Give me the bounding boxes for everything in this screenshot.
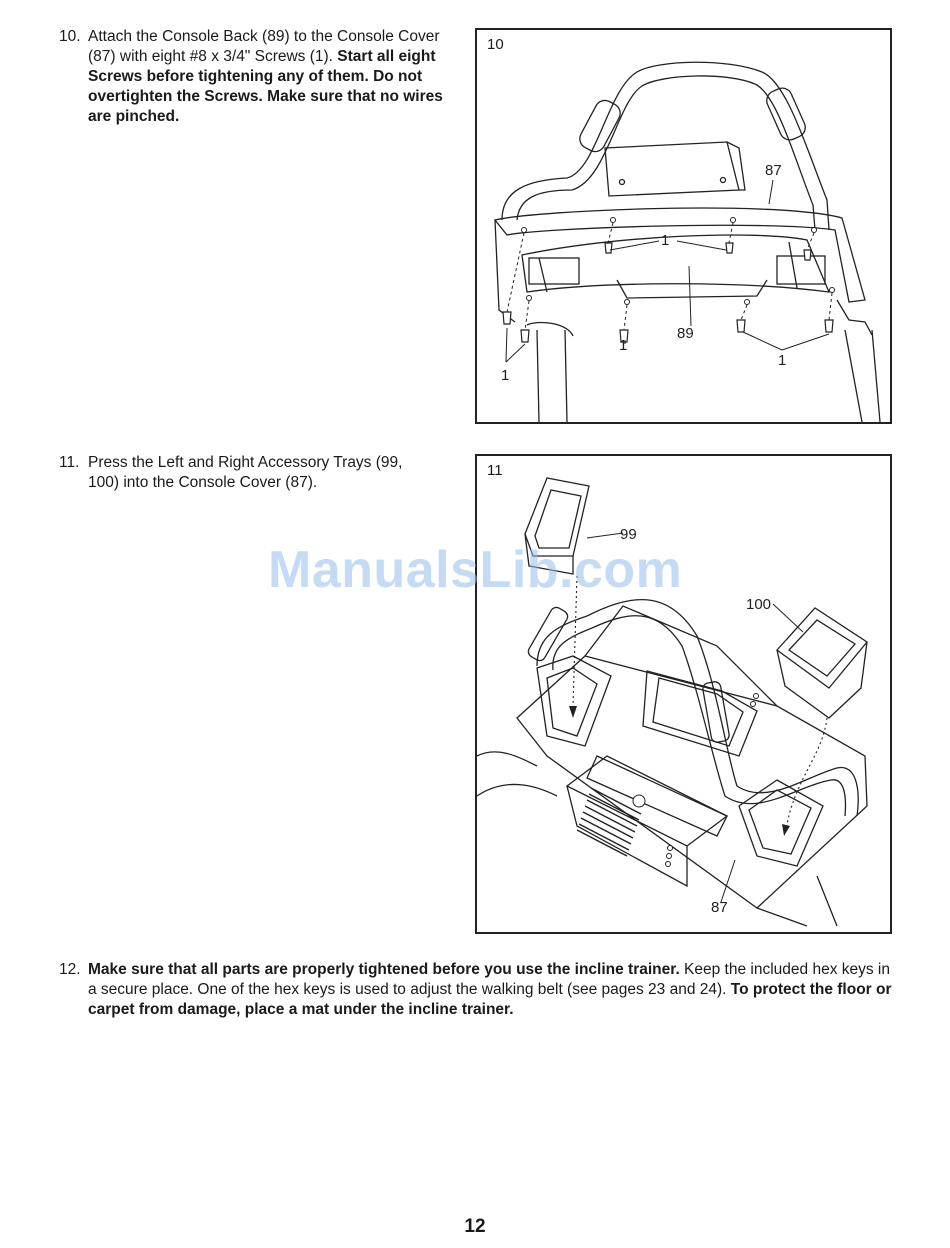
callout-99: 99 — [620, 526, 637, 543]
step-warning-text-2: To protect the floor or carpet from dama… — [88, 981, 892, 1018]
callout-1-right: 1 — [778, 352, 786, 369]
step-number: 12. — [59, 961, 81, 978]
figure-number: 11 — [487, 462, 503, 479]
callout-1-left: 1 — [501, 367, 509, 384]
callout-87: 87 — [765, 162, 782, 179]
figure-11: 11 — [475, 454, 892, 934]
step-warning-text: Make sure that all parts are properly ti… — [88, 961, 680, 978]
page-number: 12 — [464, 1216, 486, 1237]
figure-number: 10 — [487, 36, 504, 53]
callout-89: 89 — [677, 325, 694, 342]
step-number: 10. — [59, 28, 81, 45]
step-text: Press the Left and Right Accessory Trays… — [88, 454, 403, 491]
accessory-trays-diagram: 99 100 87 — [477, 477, 868, 927]
watermark: ManualsLib.com — [268, 541, 683, 599]
step-text: Keep the included hex keys in a secure p… — [88, 961, 890, 998]
step-warning-text: Start all eight Screws before tightening… — [88, 48, 443, 125]
step-text: Attach the Console Back (89) to the Cons… — [88, 28, 440, 65]
callout-100: 100 — [746, 596, 771, 613]
callout-1-top: 1 — [661, 232, 669, 249]
console-back-diagram: 87 1 89 1 1 1 — [493, 61, 881, 423]
callout-1-center: 1 — [619, 337, 627, 354]
step-number: 11. — [59, 454, 80, 471]
figure-10: 10 — [475, 28, 892, 424]
callout-87: 87 — [711, 899, 728, 916]
